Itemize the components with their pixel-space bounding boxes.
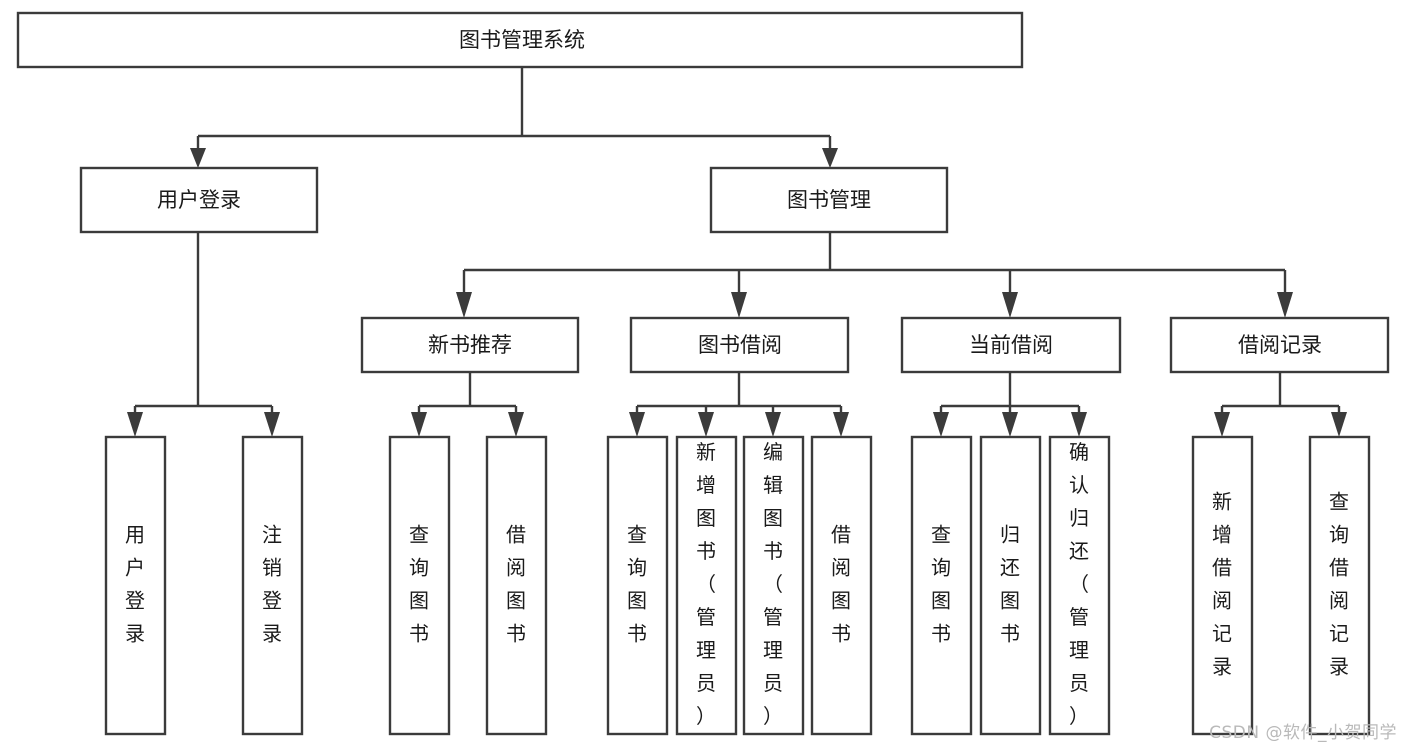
arrowhead-leaf-1 xyxy=(264,412,280,437)
node-leaf-query-borrow-record[interactable]: 查询借阅记录 xyxy=(1308,435,1371,736)
arrowhead-leaf-10 xyxy=(1071,412,1087,437)
node-leaf-query-book-3[interactable]: 查询图书 xyxy=(910,435,973,736)
node-leaf-return-book-label: 归还图书 xyxy=(1000,522,1020,645)
arrowhead-leaf-3 xyxy=(508,412,524,437)
node-leaf-edit-book-box[interactable] xyxy=(742,435,805,736)
node-leaf-confirm-return[interactable]: 确认归还（管理员） xyxy=(1048,435,1111,736)
node-book-borrow[interactable]: 图书借阅 xyxy=(629,316,850,374)
arrowhead-leaf-8 xyxy=(933,412,949,437)
node-leaf-query-borrow-record-box[interactable] xyxy=(1308,435,1371,736)
arrowhead-book-borrow xyxy=(731,292,747,318)
node-book-borrow-box[interactable] xyxy=(629,316,850,374)
arrowhead-borrow-record xyxy=(1277,292,1293,318)
connectors xyxy=(127,67,1347,437)
node-current-borrow[interactable]: 当前借阅 xyxy=(900,316,1122,374)
node-new-book-recommend[interactable]: 新书推荐 xyxy=(360,316,580,374)
node-leaf-borrow-book-2-box[interactable] xyxy=(810,435,873,736)
node-user-login-box[interactable] xyxy=(79,166,319,234)
node-leaf-borrow-book-1-label: 借阅图书 xyxy=(506,522,526,645)
node-leaf-confirm-return-box[interactable] xyxy=(1048,435,1111,736)
node-leaf-query-book-2-box[interactable] xyxy=(606,435,669,736)
node-leaf-edit-book[interactable]: 编辑图书（管理员） xyxy=(742,435,805,736)
node-root[interactable]: 图书管理系统 xyxy=(16,11,1024,69)
arrowhead-leaf-11 xyxy=(1214,412,1230,437)
node-borrow-record-box[interactable] xyxy=(1169,316,1390,374)
node-leaf-logout-label: 注销登录 xyxy=(262,522,282,645)
node-leaf-query-book-2-label: 查询图书 xyxy=(627,522,647,645)
arrowhead-leaf-2 xyxy=(411,412,427,437)
node-leaf-query-book-1-box[interactable] xyxy=(388,435,451,736)
node-current-borrow-label: 当前借阅 xyxy=(969,333,1053,357)
node-leaf-borrow-book-1[interactable]: 借阅图书 xyxy=(485,435,548,736)
node-leaf-user-login-box[interactable] xyxy=(104,435,167,736)
node-leaf-add-book[interactable]: 新增图书（管理员） xyxy=(675,435,738,736)
node-leaf-return-book[interactable]: 归还图书 xyxy=(979,435,1042,736)
node-leaf-add-borrow-record[interactable]: 新增借阅记录 xyxy=(1191,435,1254,736)
node-new-book-recommend-box[interactable] xyxy=(360,316,580,374)
arrowhead-leaf-0 xyxy=(127,412,143,437)
node-leaf-confirm-return-label: 确认归还（管理员） xyxy=(1069,440,1089,728)
node-leaf-query-book-2[interactable]: 查询图书 xyxy=(606,435,669,736)
node-book-management[interactable]: 图书管理 xyxy=(709,166,949,234)
arrowhead-leaf-9 xyxy=(1002,412,1018,437)
node-current-borrow-box[interactable] xyxy=(900,316,1122,374)
node-leaf-query-book-1-label: 查询图书 xyxy=(409,522,429,645)
node-leaf-query-borrow-record-label: 查询借阅记录 xyxy=(1329,489,1349,678)
node-root-label: 图书管理系统 xyxy=(459,28,585,52)
node-leaf-borrow-book-2[interactable]: 借阅图书 xyxy=(810,435,873,736)
node-borrow-record-label: 借阅记录 xyxy=(1238,333,1322,357)
node-book-management-label: 图书管理 xyxy=(787,188,871,212)
arrowhead-user-login xyxy=(190,148,206,168)
arrowhead-leaf-12 xyxy=(1331,412,1347,437)
node-leaf-return-book-box[interactable] xyxy=(979,435,1042,736)
node-root-box[interactable] xyxy=(16,11,1024,69)
node-user-login-label: 用户登录 xyxy=(157,188,241,212)
arrowhead-leaf-5 xyxy=(698,412,714,437)
arrowhead-book-mgmt xyxy=(822,148,838,168)
arrowhead-new-book xyxy=(456,292,472,318)
node-leaf-add-book-label: 新增图书（管理员） xyxy=(696,440,716,728)
node-leaf-add-borrow-record-label: 新增借阅记录 xyxy=(1212,489,1232,678)
node-leaf-logout[interactable]: 注销登录 xyxy=(241,435,304,736)
node-leaf-borrow-book-2-label: 借阅图书 xyxy=(831,522,851,645)
node-leaf-add-book-box[interactable] xyxy=(675,435,738,736)
node-leaf-logout-box[interactable] xyxy=(241,435,304,736)
node-leaf-query-book-1[interactable]: 查询图书 xyxy=(388,435,451,736)
node-leaf-edit-book-label: 编辑图书（管理员） xyxy=(763,440,783,728)
node-leaf-borrow-book-1-box[interactable] xyxy=(485,435,548,736)
arrowhead-current-borrow xyxy=(1002,292,1018,318)
node-leaf-add-borrow-record-box[interactable] xyxy=(1191,435,1254,736)
node-leaf-user-login-label: 用户登录 xyxy=(125,522,145,645)
node-leaf-user-login[interactable]: 用户登录 xyxy=(104,435,167,736)
arrowhead-leaf-6 xyxy=(765,412,781,437)
arrowhead-leaf-7 xyxy=(833,412,849,437)
node-leaf-query-book-3-label: 查询图书 xyxy=(931,522,951,645)
arrowhead-leaf-4 xyxy=(629,412,645,437)
leaf-nodes: 用户登录 注销登录 查询图书 借阅图书 查询图书 新增图书（管理员） xyxy=(104,435,1371,736)
node-leaf-query-book-3-box[interactable] xyxy=(910,435,973,736)
node-borrow-record[interactable]: 借阅记录 xyxy=(1169,316,1390,374)
node-user-login[interactable]: 用户登录 xyxy=(79,166,319,234)
node-book-management-box[interactable] xyxy=(709,166,949,234)
node-new-book-recommend-label: 新书推荐 xyxy=(428,333,512,357)
node-book-borrow-label: 图书借阅 xyxy=(698,333,782,357)
